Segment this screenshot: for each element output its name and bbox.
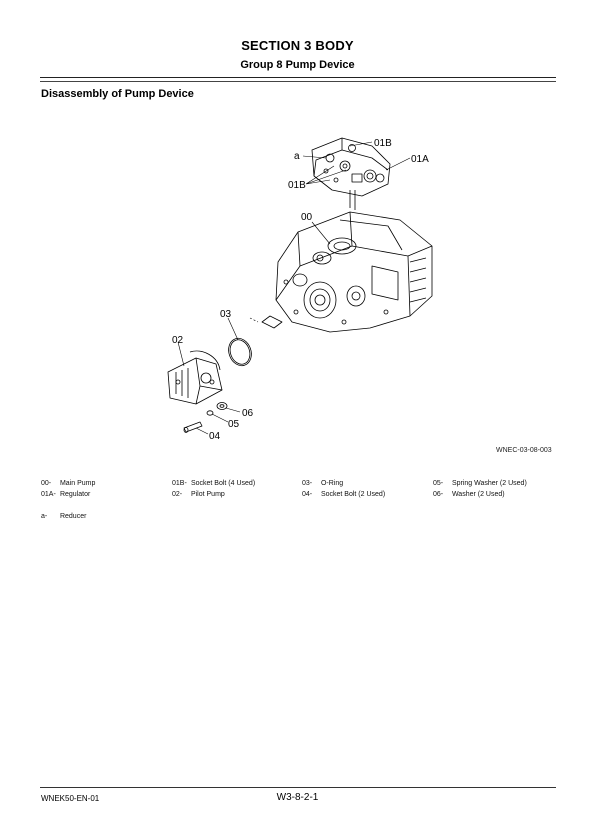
legend-text: Reducer [59,513,87,520]
document-code: WNEK50-EN-01 [41,794,100,803]
header-rule-thin [40,81,556,82]
legend-item: 01B- Socket Bolt (4 Used) [172,480,255,487]
callout-06: 06 [242,408,254,419]
legend-text: Main Pump [59,480,96,487]
legend-code: 04- [302,491,313,498]
footer-rule [40,787,556,788]
legend-code: 01A- [41,491,56,498]
callout-05: 05 [228,419,240,430]
leader-lines [177,141,411,435]
legend-text: Socket Bolt (4 Used) [190,480,256,487]
legend-text: Spring Washer (2 Used) [451,480,527,487]
plate-drawing [261,315,283,329]
legend-text: Regulator [59,491,91,498]
legend-text: Pilot Pump [190,491,225,498]
legend-text: Socket Bolt (2 Used) [320,491,386,498]
callout-02: 02 [172,335,184,346]
subheading: Disassembly of Pump Device [41,88,194,100]
legend-code: 02- [172,491,183,498]
section-title: SECTION 3 BODY [241,38,354,53]
legend-item: 04- Socket Bolt (2 Used) [302,491,385,498]
callout-00: 00 [301,212,313,223]
figure-id: WNEC-03-08-003 [496,447,552,454]
callout-04: 04 [209,431,221,442]
legend-code: 00- [41,480,52,487]
callout-01b-left: 01B [288,180,306,191]
legend-item: 02- Pilot Pump [172,491,225,498]
pump-exploded-view: 01B a 01A 01B 00 03 02 06 05 04 [167,137,433,442]
group-title: Group 8 Pump Device [240,59,355,71]
legend-text: O-Ring [320,480,344,487]
legend-code: 01B- [172,480,187,487]
legend-item: 03- O-Ring [302,480,343,487]
callout-a: a [294,151,300,162]
legend-code: 05- [433,480,444,487]
callout-01a: 01A [411,154,429,165]
legend-item: 05- Spring Washer (2 Used) [433,480,527,487]
legend-item: a- Reducer [41,513,86,520]
legend-item: 06- Washer (2 Used) [433,491,505,498]
page-number: W3-8-2-1 [276,792,319,803]
legend-code: 06- [433,491,444,498]
header-rule-thick [40,77,556,78]
o-ring-drawing [228,337,252,367]
callout-01b-top: 01B [374,138,392,149]
main-pump-drawing [275,211,433,333]
legend-code: a- [41,513,48,520]
legend-item: 00- Main Pump [41,480,95,487]
pilot-pump-drawing [167,350,223,405]
callout-03: 03 [220,309,232,320]
legend-item: 01A- Regulator [41,491,90,498]
legend-text: Washer (2 Used) [451,491,505,498]
regulator-drawing [311,137,391,210]
small-parts-drawing [183,402,228,433]
legend-code: 03- [302,480,313,487]
